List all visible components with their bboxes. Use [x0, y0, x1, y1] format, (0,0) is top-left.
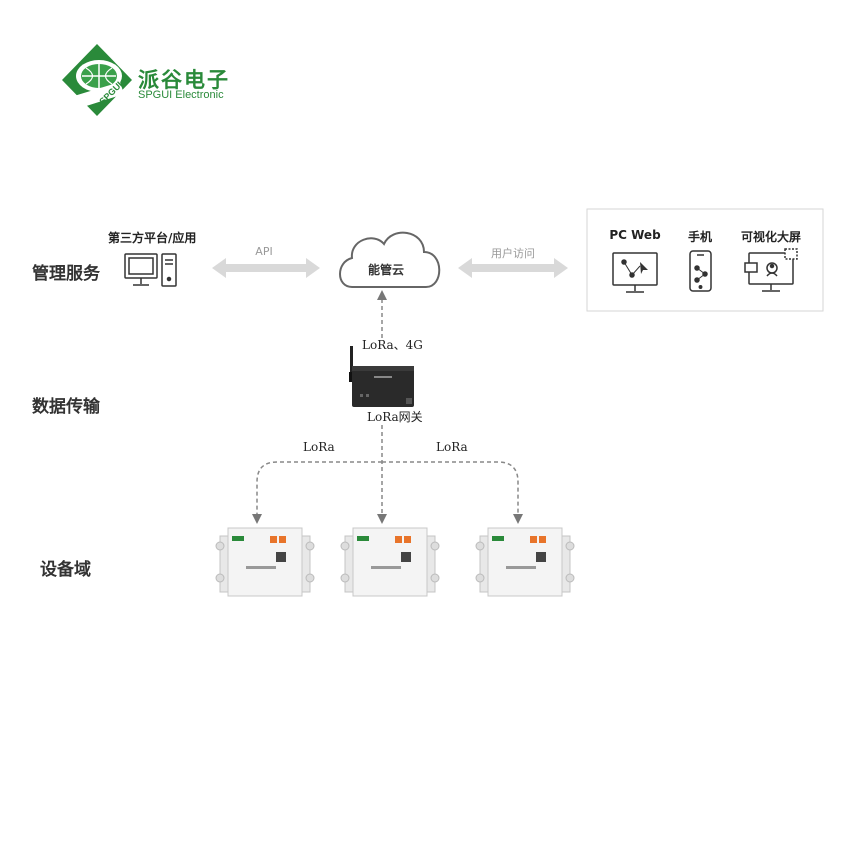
pc-web-label: PC Web: [609, 228, 661, 242]
spgui-logo-icon: [62, 44, 132, 116]
layer-management-label: 管理服务: [32, 264, 100, 284]
lora-right-label: LoRa: [436, 440, 468, 454]
layer-transmission-label: 数据传输: [32, 397, 100, 417]
user-access-label: 用户访问: [491, 247, 535, 260]
lora-dashed-links: [256, 300, 519, 516]
cloud-icon: [339, 231, 441, 288]
brand-name-cn: 派谷电子: [138, 68, 230, 92]
gateway-uplink-label: LoRa、4G: [362, 338, 423, 352]
api-double-arrow: [212, 258, 320, 278]
big-screen-label: 可视化大屏: [740, 230, 802, 244]
gateway-label: LoRa网关: [367, 410, 423, 424]
mobile-phone-icon: [689, 250, 712, 292]
user-access-panel: [586, 208, 824, 312]
mobile-label: 手机: [687, 230, 713, 244]
field-device-2: [340, 527, 440, 597]
field-device-1: [215, 527, 315, 597]
layer-device-label: 设备域: [40, 560, 91, 580]
lora-left-label: LoRa: [303, 440, 335, 454]
user-access-double-arrow: [458, 258, 568, 278]
third-party-label: 第三方平台/应用: [108, 231, 197, 245]
big-screen-icon: [744, 248, 798, 292]
field-device-3: [475, 527, 575, 597]
brand-name-en: SPGUI Electronic: [138, 89, 224, 101]
pc-web-monitor-icon: [612, 252, 658, 293]
computer-icon: [124, 253, 177, 287]
cloud-label: 能管云: [367, 263, 405, 277]
lora-gateway-device: [349, 346, 414, 407]
arrow-heads: [252, 290, 523, 524]
api-label: API: [255, 245, 273, 258]
